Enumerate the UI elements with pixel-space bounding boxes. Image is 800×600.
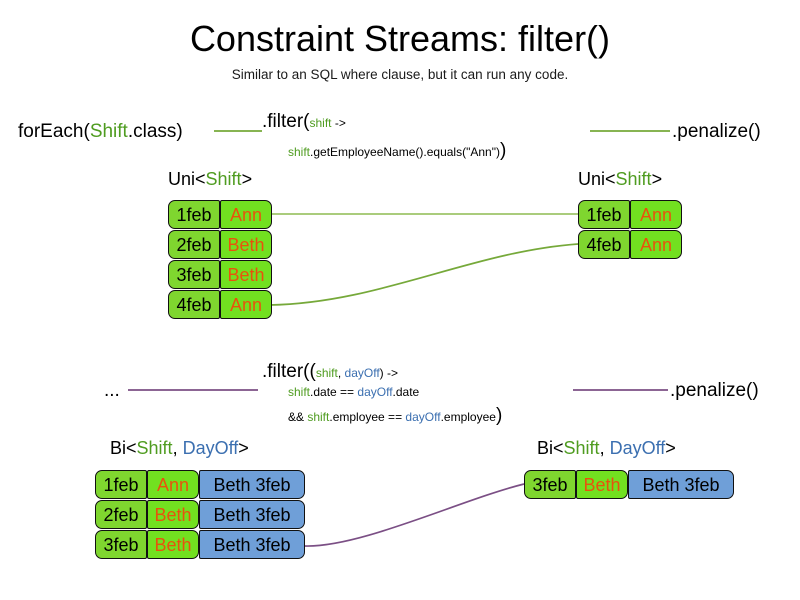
bi-right-cell-name: Beth (576, 470, 628, 499)
bi-right-label-type1: Shift (563, 438, 600, 458)
bi-filter-line1: .filter((shift, dayOff) -> (262, 360, 398, 383)
uni-left-group-label: Uni<Shift> (168, 168, 252, 190)
bi-penalize-label: .penalize() (670, 380, 759, 401)
uni-right-label-suffix: > (651, 169, 663, 189)
bi-left-group-label: Bi<Shift, DayOff> (110, 437, 249, 459)
bi-right-cell-dayoff: Beth 3feb (628, 470, 734, 499)
bi-left-label-suffix: > (238, 438, 249, 458)
uni-left-cell-date: 3feb (168, 260, 220, 289)
bi-right-group-label: Bi<Shift, DayOff> (537, 437, 676, 459)
bi-left-cell-date: 3feb (95, 530, 147, 559)
bi-left-cell-date: 2feb (95, 500, 147, 529)
uni-filter-param: shift (309, 116, 332, 130)
uni-filter-arrow: -> (331, 116, 346, 130)
bi-filter-comma: , (337, 366, 345, 380)
bi-filter-l3-p2: dayOff (405, 410, 441, 424)
bi-filter-l3-mid: .employee == (329, 410, 406, 424)
bi-left-cell-date: 1feb (95, 470, 147, 499)
bi-filter-l2-end: .date (392, 385, 420, 399)
table-row[interactable]: 3feb Beth Beth 3feb (95, 530, 305, 559)
page-subtitle: Similar to an SQL where clause, but it c… (231, 67, 569, 82)
bi-left-label-prefix: Bi< (110, 438, 137, 458)
bi-filter-l3-p1: shift (307, 410, 330, 424)
bi-left-label-type2: DayOff (182, 438, 239, 458)
bi-filter-l3-end: .employee (440, 410, 496, 424)
foreach-source-label: forEach(Shift.class) (18, 120, 183, 143)
page-title: Constraint Streams: filter() (189, 18, 611, 59)
bi-filter-arrow: ) -> (379, 366, 398, 380)
uni-left-label-prefix: Uni< (168, 169, 206, 189)
uni-right-cell-name: Ann (630, 200, 682, 229)
table-row[interactable]: 3feb Beth Beth 3feb (524, 470, 734, 499)
uni-filter-line2: shift.getEmployeeName().equals("Ann")) (288, 139, 506, 162)
bi-filter-line3: && shift.employee == dayOff.employee) (288, 405, 503, 426)
uni-left-cell-name: Beth (220, 260, 272, 289)
uni-left-cell-name: Ann (220, 200, 272, 229)
uni-right-label-type: Shift (615, 169, 652, 189)
uni-left-cell-date: 2feb (168, 230, 220, 259)
foreach-prefix: forEach( (18, 121, 90, 142)
uni-penalize-label: .penalize() (672, 121, 761, 142)
uni-left-cell-name: Ann (220, 290, 272, 319)
bi-filter-param2: dayOff (344, 366, 380, 380)
bi-left-cell-name: Ann (147, 470, 199, 499)
bi-left-cell-name: Beth (147, 500, 199, 529)
bi-filter-l2-mid: .date == (310, 385, 358, 399)
foreach-suffix: .class) (127, 121, 183, 142)
bi-left-cell-name: Beth (147, 530, 199, 559)
uni-right-cell-date: 1feb (578, 200, 630, 229)
foreach-type: Shift (89, 121, 128, 142)
table-row[interactable]: 2feb Beth (168, 230, 272, 259)
uni-filter-body-expr: .getEmployeeName().equals("Ann") (310, 145, 500, 159)
bi-filter-open: .filter(( (262, 361, 316, 382)
uni-right-cell-date: 4feb (578, 230, 630, 259)
uni-left-label-type: Shift (205, 169, 242, 189)
table-row[interactable]: 1feb Ann Beth 3feb (95, 470, 305, 499)
bi-left-cell-dayoff: Beth 3feb (199, 530, 305, 559)
bi-left-cell-dayoff: Beth 3feb (199, 500, 305, 529)
bi-source-label: ... (104, 380, 120, 401)
uni-right-label-prefix: Uni< (578, 169, 616, 189)
table-row[interactable]: 1feb Ann (578, 200, 682, 229)
bi-left-cell-dayoff: Beth 3feb (199, 470, 305, 499)
uni-right-cell-name: Ann (630, 230, 682, 259)
bi-right-cell-date: 3feb (524, 470, 576, 499)
table-row[interactable]: 1feb Ann (168, 200, 272, 229)
table-row[interactable]: 4feb Ann (168, 290, 272, 319)
bi-filter-l3-close: ) (495, 405, 503, 426)
wire-bi-row3 (303, 483, 525, 547)
bi-filter-param1: shift (315, 366, 338, 380)
bi-right-label-type2: DayOff (609, 438, 666, 458)
uni-left-label-suffix: > (241, 169, 253, 189)
uni-filter-body-close: ) (499, 140, 507, 161)
bi-filter-line2: shift.date == dayOff.date (288, 384, 419, 400)
table-row[interactable]: 3feb Beth (168, 260, 272, 289)
uni-right-group-label: Uni<Shift> (578, 168, 662, 190)
bi-right-label-suffix: > (665, 438, 676, 458)
uni-left-cell-name: Beth (220, 230, 272, 259)
uni-left-cell-date: 4feb (168, 290, 220, 319)
table-row[interactable]: 2feb Beth Beth 3feb (95, 500, 305, 529)
wire-uni-row4 (269, 243, 579, 306)
bi-filter-l3-amp: && (288, 410, 308, 424)
bi-right-label-prefix: Bi< (537, 438, 564, 458)
uni-left-cell-date: 1feb (168, 200, 220, 229)
uni-filter-body-param: shift (288, 145, 311, 159)
bi-right-label-comma: , (599, 438, 610, 458)
bi-filter-l2-p2: dayOff (357, 385, 393, 399)
bi-filter-l2-p1: shift (288, 385, 311, 399)
uni-filter-line1: .filter(shift -> (262, 110, 346, 133)
uni-filter-open: .filter( (262, 111, 310, 132)
table-row[interactable]: 4feb Ann (578, 230, 682, 259)
bi-left-label-comma: , (172, 438, 183, 458)
bi-left-label-type1: Shift (136, 438, 173, 458)
